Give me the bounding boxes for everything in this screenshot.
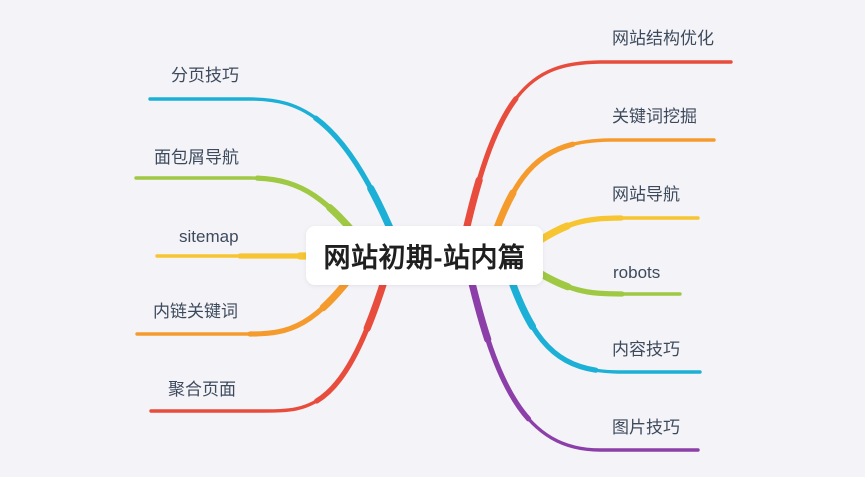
branch-line-daohang bbox=[524, 214, 702, 252]
branch-line-juhe bbox=[147, 258, 394, 415]
branch-label-neilian[interactable]: 内链关键词 bbox=[153, 302, 238, 321]
branch-line-neirong bbox=[501, 258, 704, 376]
branch-label-mianbaoxie[interactable]: 面包屑导航 bbox=[154, 148, 239, 167]
branch-label-robots[interactable]: robots bbox=[613, 263, 661, 282]
branch-label-sitemap[interactable]: sitemap bbox=[179, 227, 239, 246]
branch-line-tupian bbox=[463, 258, 702, 454]
branch-line-wajue bbox=[483, 136, 718, 262]
branch-line-fenye bbox=[146, 95, 404, 256]
branch-label-fenye[interactable]: 分页技巧 bbox=[171, 66, 239, 85]
branch-label-neirong[interactable]: 内容技巧 bbox=[612, 340, 680, 359]
central-topic-node[interactable]: 网站初期-站内篇 bbox=[306, 226, 543, 285]
branch-label-daohang[interactable]: 网站导航 bbox=[612, 185, 680, 204]
central-topic-label: 网站初期-站内篇 bbox=[323, 243, 526, 273]
branch-label-jiegou[interactable]: 网站结构优化 bbox=[612, 29, 714, 48]
branch-label-tupian[interactable]: 图片技巧 bbox=[612, 418, 680, 437]
branch-label-wajue[interactable]: 关键词挖掘 bbox=[612, 107, 697, 126]
branch-label-juhe[interactable]: 聚合页面 bbox=[168, 380, 236, 399]
branch-line-jiegou bbox=[456, 58, 735, 262]
